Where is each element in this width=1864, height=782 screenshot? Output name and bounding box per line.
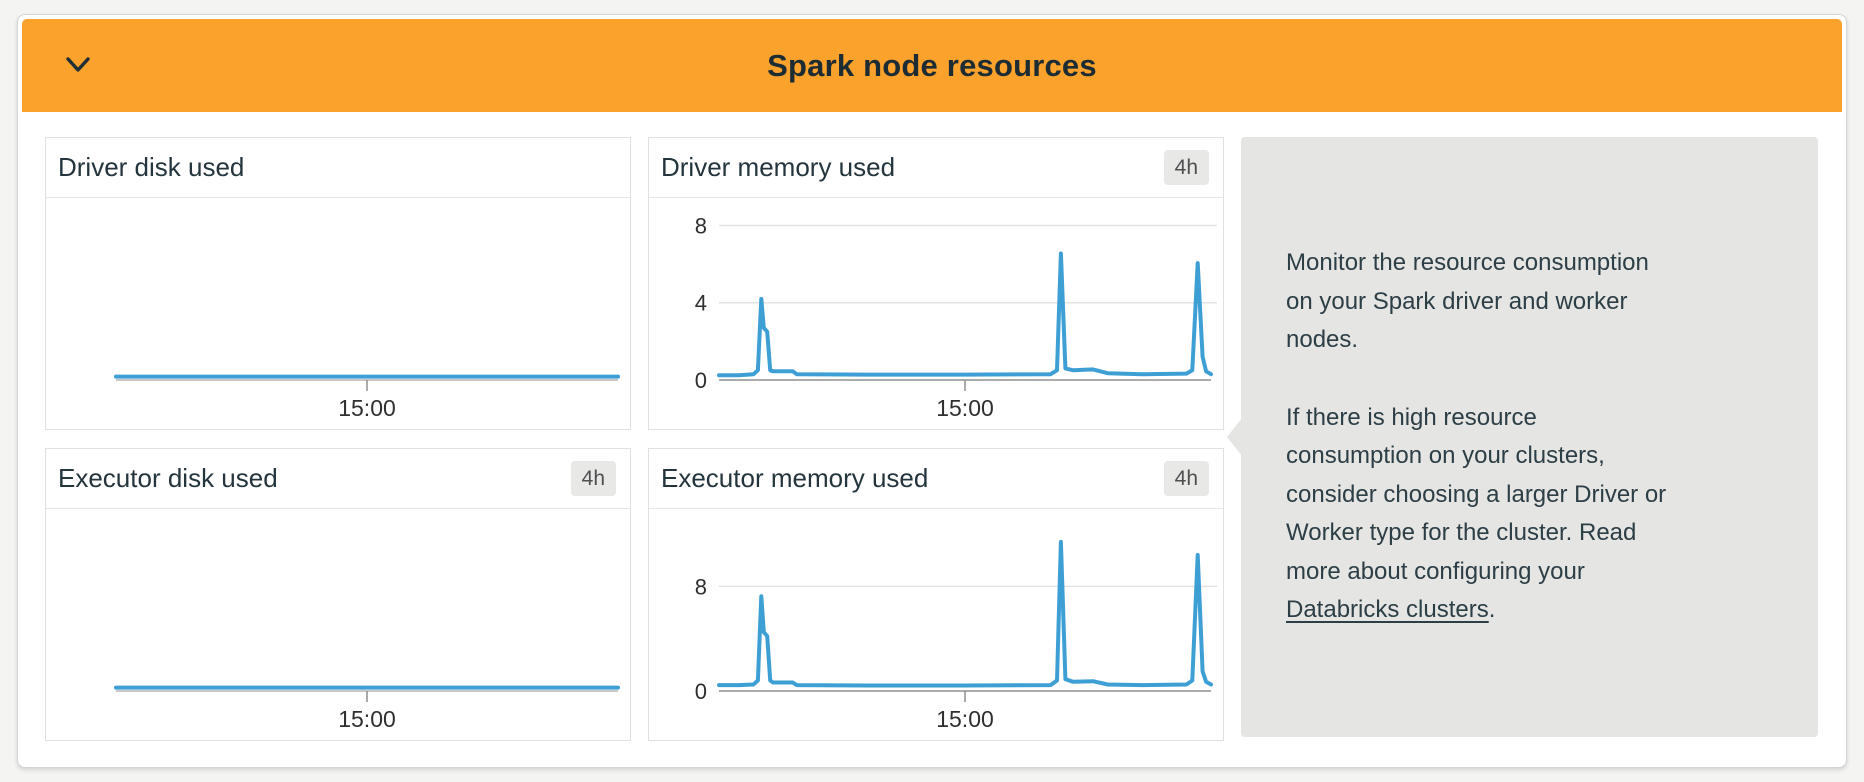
- chevron-down-icon: [60, 46, 96, 85]
- chart-title: Driver memory used: [661, 152, 896, 182]
- chart-title: Driver disk used: [58, 152, 245, 182]
- line-chart-executor-memory-used[interactable]: 0 8 15:00: [649, 509, 1223, 740]
- line-chart-driver-disk-used[interactable]: 15:00: [46, 198, 630, 429]
- svg-text:0: 0: [695, 679, 707, 704]
- info-panel-notch: [1227, 418, 1242, 456]
- svg-text:4: 4: [695, 291, 707, 316]
- svg-text:15:00: 15:00: [936, 395, 994, 421]
- line-chart-driver-memory-used[interactable]: 0 4 8 15:00: [649, 198, 1223, 429]
- chart-panel-driver-memory-used: Driver memory used 4h 0 4 8 15:00: [648, 137, 1224, 430]
- svg-text:8: 8: [695, 574, 707, 599]
- chart-panel-header: Executor memory used 4h: [649, 449, 1223, 509]
- group-title: Spark node resources: [767, 47, 1097, 83]
- chart-panel-header: Executor disk used 4h: [46, 449, 630, 509]
- group-header: Spark node resources: [22, 19, 1842, 112]
- svg-text:15:00: 15:00: [936, 706, 994, 732]
- chart-panel-header: Driver memory used 4h: [649, 138, 1223, 198]
- chart-title: Executor memory used: [661, 463, 929, 493]
- time-range-badge: 4h: [570, 461, 616, 496]
- chart-title: Executor disk used: [58, 463, 278, 493]
- group-content: Driver disk used 15:00 Driver memory use…: [22, 112, 1842, 741]
- svg-text:15:00: 15:00: [338, 706, 396, 732]
- databricks-clusters-link[interactable]: Databricks clusters: [1286, 596, 1489, 624]
- line-chart-executor-disk-used[interactable]: 15:00: [46, 509, 630, 740]
- chart-panel-executor-disk-used: Executor disk used 4h 15:00: [45, 448, 631, 741]
- chart-panel-driver-disk-used: Driver disk used 15:00: [45, 137, 631, 430]
- time-range-badge: 4h: [1163, 461, 1209, 496]
- svg-text:0: 0: [695, 368, 707, 393]
- time-range-badge: 4h: [1163, 150, 1209, 185]
- collapse-group-button[interactable]: [56, 44, 100, 88]
- svg-text:8: 8: [695, 213, 707, 238]
- dashboard-group-card: Spark node resources Driver disk used 15…: [17, 14, 1847, 768]
- chart-panel-executor-memory-used: Executor memory used 4h 0 8 15:00: [648, 448, 1224, 741]
- svg-text:15:00: 15:00: [338, 395, 396, 421]
- chart-panel-header: Driver disk used: [46, 138, 630, 198]
